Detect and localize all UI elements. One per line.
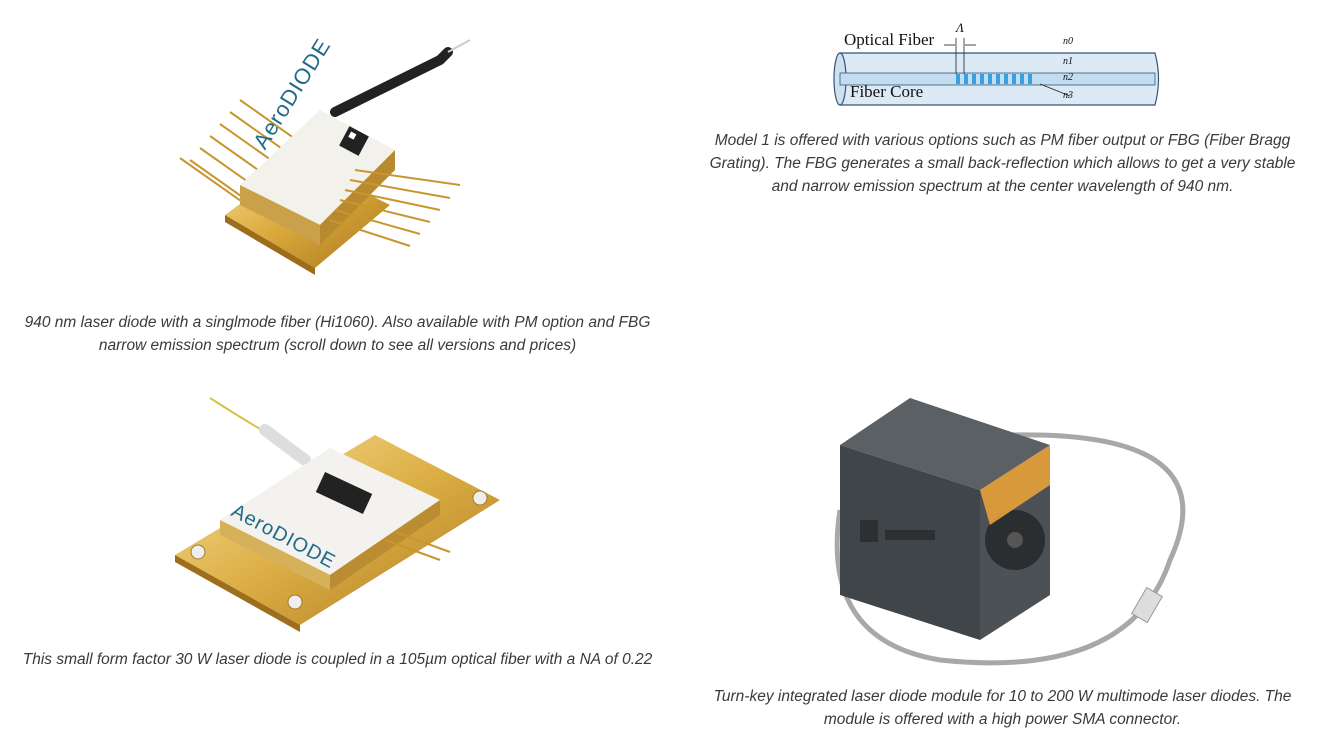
product-card-butterfly: AeroDIODE 940 nm laser diode with a sing…	[0, 0, 680, 370]
laser-diode-30w-image	[175, 397, 500, 632]
fbg-label-fiber-core: Fiber Core	[850, 82, 924, 101]
fbg-label-n1: n1	[1063, 56, 1073, 67]
fbg-label-n0: n0	[1063, 36, 1073, 47]
fbg-label-optical-fiber: Optical Fiber	[844, 30, 935, 49]
fiber-bragg-grating-diagram	[833, 38, 1160, 106]
laser-module-image	[834, 398, 1186, 666]
butterfly-laser-diode-image	[179, 39, 471, 275]
fbg-label-n2: n2	[1063, 72, 1073, 83]
product-card-30w: AeroDIODE This small form factor 30 W la…	[0, 390, 680, 710]
fbg-label-period: Λ	[956, 20, 964, 35]
caption-30w: This small form factor 30 W laser diode …	[22, 651, 653, 668]
fbg-label-n3: n3	[1063, 90, 1073, 101]
product-card-module: Turn-key integrated laser diode module f…	[690, 390, 1330, 740]
caption-butterfly: 940 nm laser diode with a singlmode fibe…	[24, 314, 651, 354]
caption-module: Turn-key integrated laser diode module f…	[713, 688, 1292, 728]
caption-fbg: Model 1 is offered with various options …	[709, 132, 1296, 195]
product-card-fbg: Optical Fiber Fiber Core Λ n0 n1 n2 n3 M…	[690, 0, 1330, 210]
